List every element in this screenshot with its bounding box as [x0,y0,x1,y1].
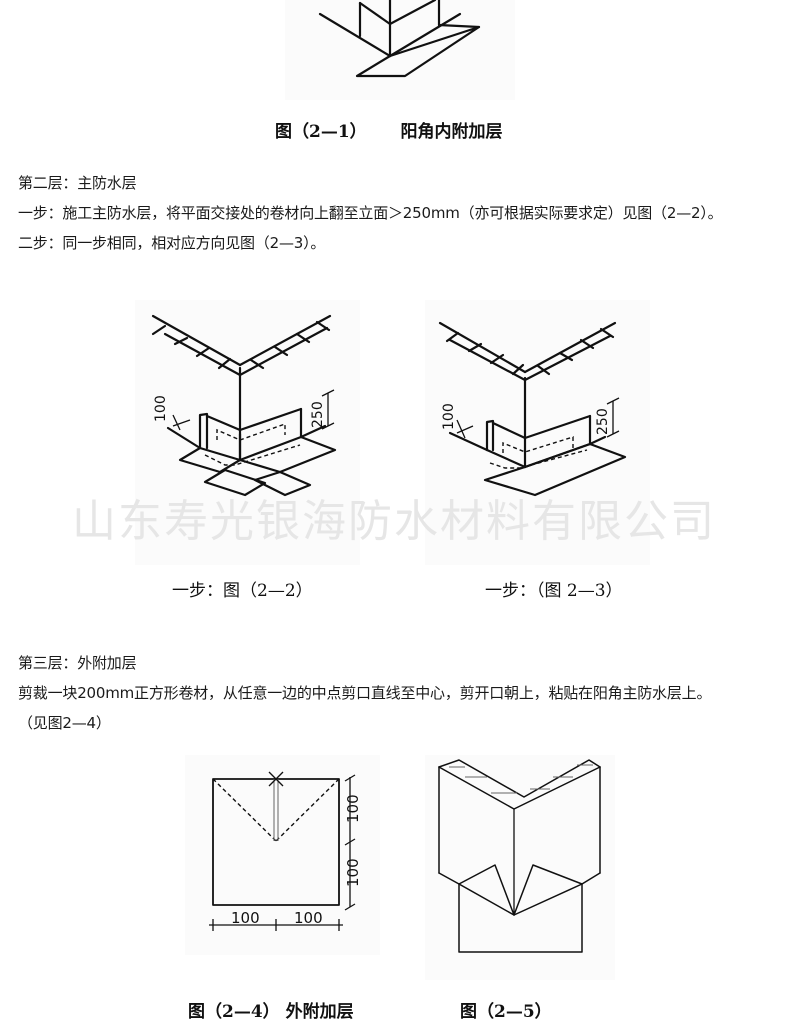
figure-2-2-dim-100: 100 [153,395,169,422]
layer2-heading: 第二层：主防水层 [18,174,137,192]
figure-2-3-dim-100: 100 [441,403,457,430]
layer3-line1: 剪裁一块200mm正方形卷材，从任意一边的中点剪口直线至中心，剪开口朝上，粘贴在… [18,684,712,702]
figure-2-5 [425,755,615,980]
layer3-line2: （见图2—4） [18,714,111,732]
figure-2-1-drawing [318,0,481,78]
layer3-heading: 第三层：外附加层 [18,654,137,672]
figure-2-2-dim-250: 250 [310,401,326,428]
figure-2-4-dim-bottom-left: 100 [231,909,260,927]
figure-2-1-caption: 图（2—1） 阳角内附加层 [275,117,503,142]
figure-2-3: 100 250 [425,300,650,565]
figure-2-4-drawing: 100 100 100 100 [209,771,362,931]
figure-2-1-label: 图（2—1） [275,122,367,142]
figure-2-1-title: 阳角内附加层 [400,122,503,142]
figure-2-2-drawing: 100 250 [151,314,337,497]
layer2-step2: 二步：同一步相同，相对应方向见图（2—3）。 [18,234,326,252]
figure-2-4: 100 100 100 100 [185,755,380,955]
figure-2-4-dim-bottom-right: 100 [294,909,323,927]
layer2-step1: 一步：施工主防水层，将平面交接处的卷材向上翻至立面＞250mm（亦可根据实际要求… [18,204,723,222]
figure-2-3-dim-250: 250 [595,408,611,435]
figure-2-1 [285,0,515,100]
figure-2-4-dim-right-top: 100 [344,794,362,823]
figure-2-4-dim-right-bottom: 100 [344,858,362,887]
figure-2-2: 100 250 [135,300,360,565]
figure-2-3-drawing: 100 250 [438,321,627,497]
figure-2-3-caption: 一步：（图 2—3） [485,581,623,601]
company-watermark: 山东寿光银海防水材料有限公司 [72,496,716,547]
figure-2-5-drawing [438,759,601,953]
figure-2-2-caption: 一步：图（2—2） [172,581,313,601]
